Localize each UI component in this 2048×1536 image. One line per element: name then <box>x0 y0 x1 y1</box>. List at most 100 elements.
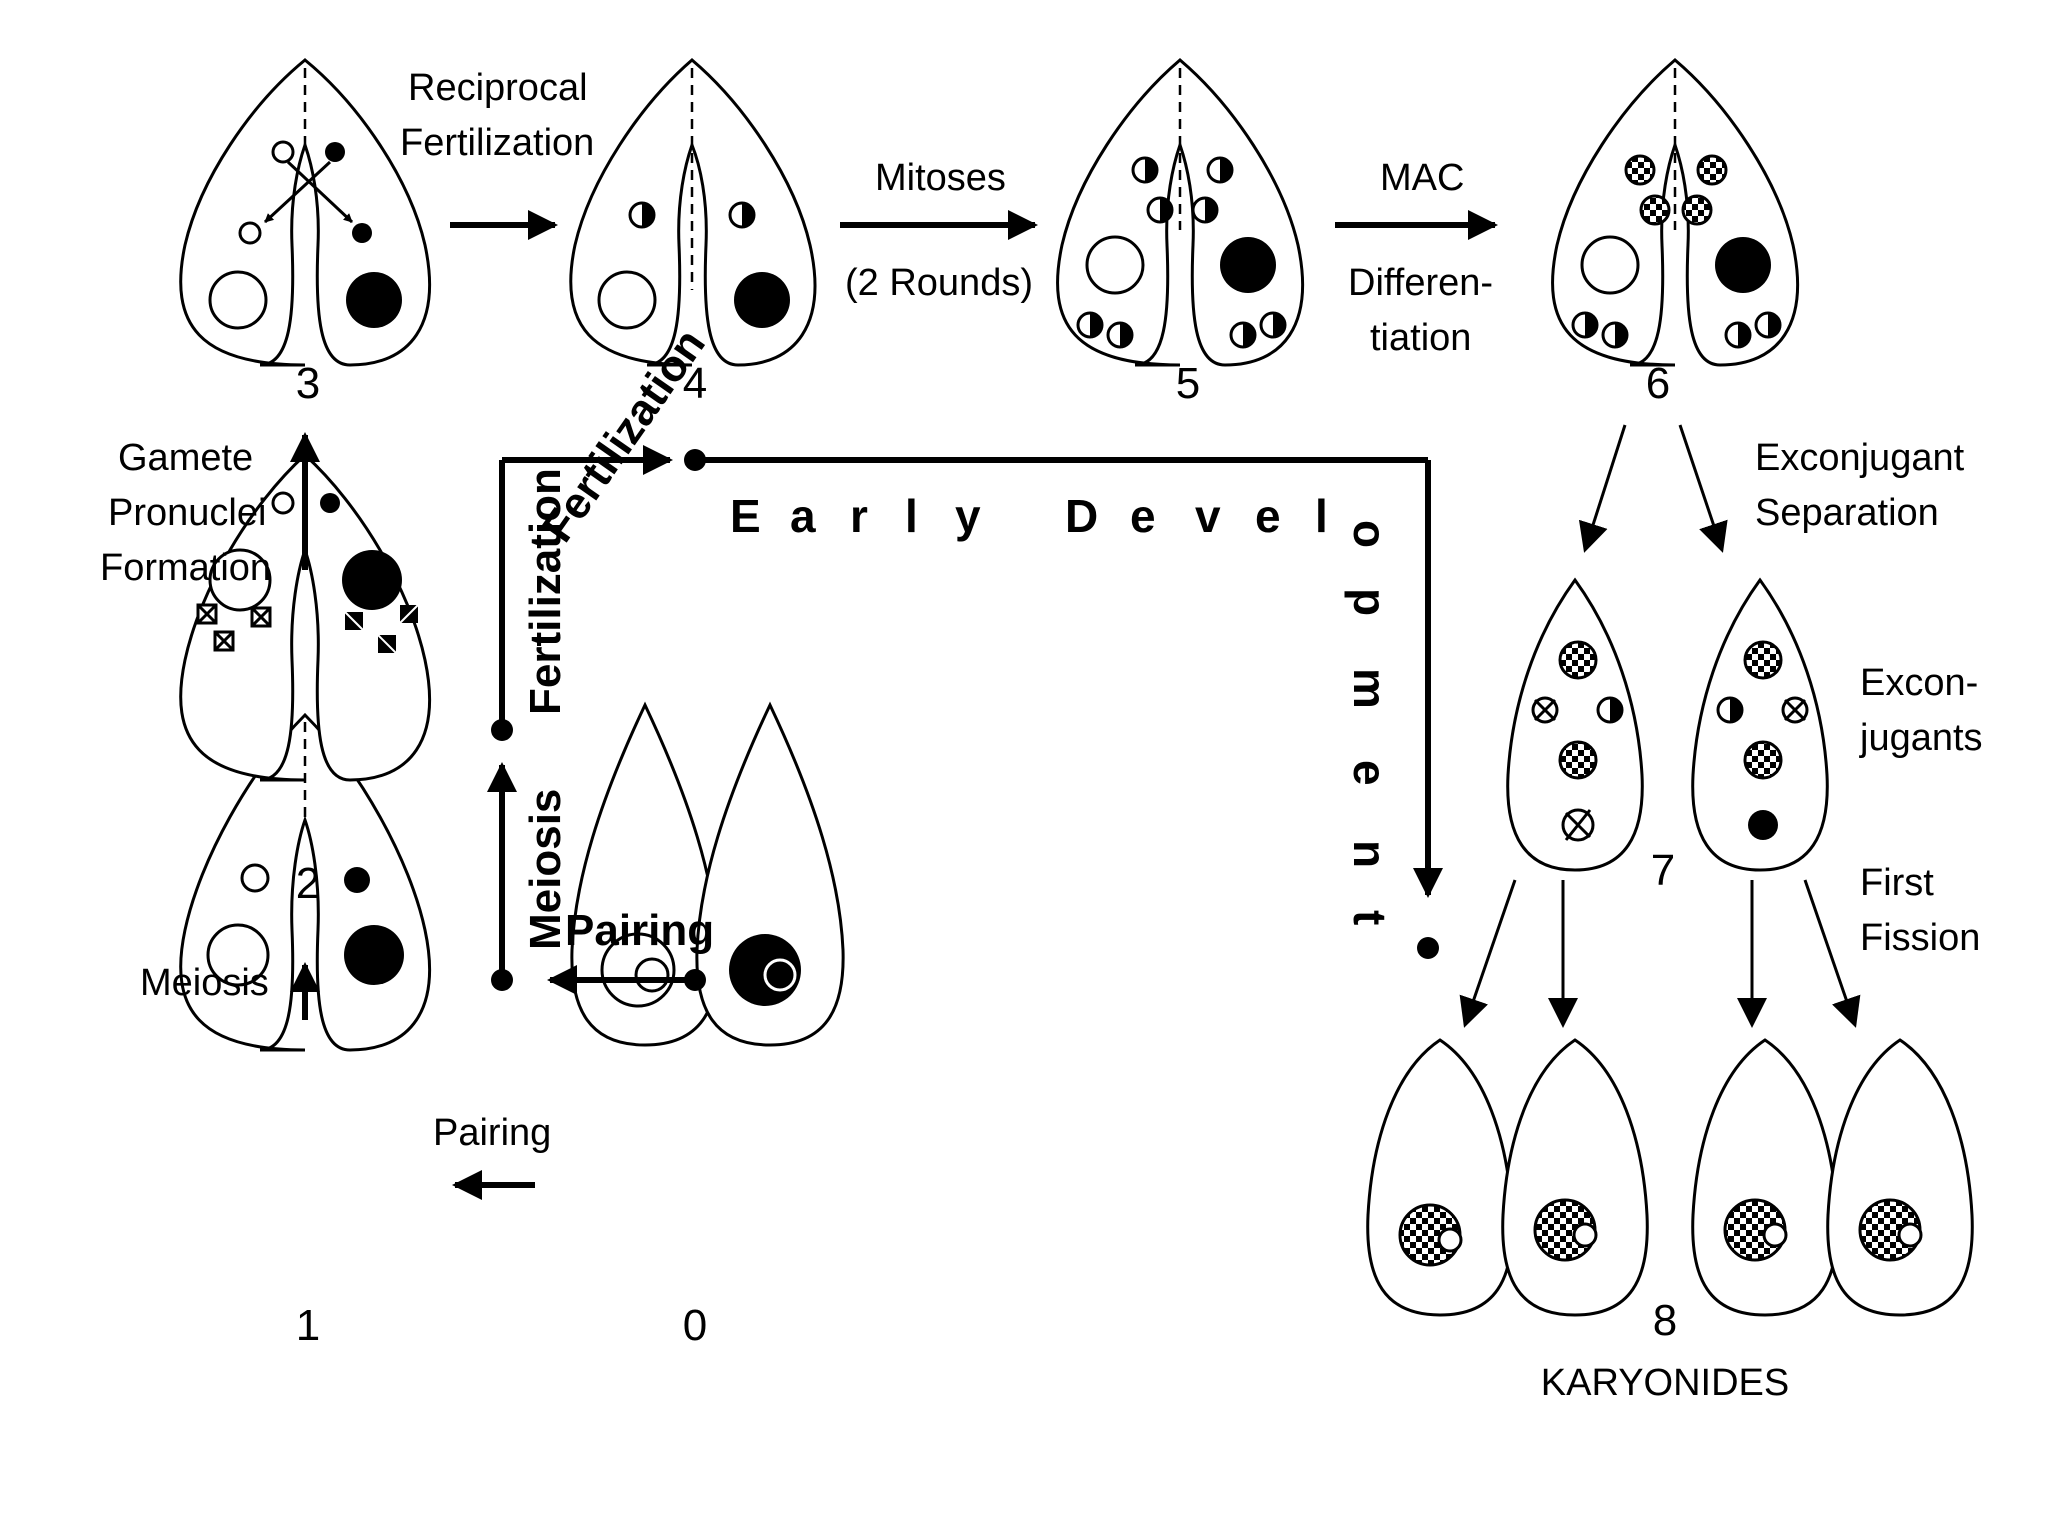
stage-2-pair <box>179 452 431 782</box>
zygotic-nucleus <box>728 201 756 229</box>
meiotic-products-right <box>344 604 419 654</box>
stage-label-2: 2 <box>296 859 320 908</box>
devel-letter: l <box>1315 490 1328 542</box>
opment-letter: e <box>1344 760 1396 786</box>
micronucleus-open <box>634 957 670 993</box>
early-letter: E <box>730 490 761 542</box>
mac-label-line3: tiation <box>1370 317 1471 359</box>
stage-label-8: 8 <box>1653 1296 1677 1345</box>
pronucleus-filled <box>352 223 372 243</box>
timeline-meiosis-label: Meiosis <box>521 789 570 950</box>
timeline-node <box>1417 937 1439 959</box>
opment-letter: n <box>1344 840 1396 868</box>
exconjugants-label-line1: Excon- <box>1860 662 1978 704</box>
stage-1-pair <box>179 712 431 1052</box>
early-letter: l <box>905 490 918 542</box>
timeline-node <box>684 449 706 471</box>
macronucleus-open <box>206 923 270 987</box>
pronucleus-open <box>238 221 262 245</box>
opment-letter: m <box>1344 668 1396 709</box>
mitoses-label-line2: (2 Rounds) <box>845 262 1033 304</box>
mitoses-label-line1: Mitoses <box>875 157 1006 199</box>
exchange-arrow <box>286 160 354 224</box>
macronucleus-filled <box>1220 237 1276 293</box>
macronucleus-filled <box>734 272 790 328</box>
exconjugant-separation-line1: Exconjugant <box>1755 437 1965 479</box>
stage-4-pair <box>569 58 817 367</box>
stage-label-4: 4 <box>683 359 707 408</box>
karyonide-cell <box>1691 1038 1839 1317</box>
opment-letter: p <box>1344 588 1396 616</box>
reciprocal-label-line2: Fertilization <box>400 122 594 164</box>
timeline <box>487 445 1443 995</box>
macronuclear-anlagen <box>1624 154 1728 226</box>
exchange-arrow <box>263 160 332 224</box>
reciprocal-label-line1: Reciprocal <box>408 67 588 109</box>
gamete-label-line3: Formation <box>100 547 271 589</box>
macronucleus-filled <box>344 925 404 985</box>
fission-arrow <box>1803 879 1861 1028</box>
stage-label-7: 7 <box>1651 846 1675 895</box>
devel-letter: v <box>1195 490 1221 542</box>
opment-letter: o <box>1344 520 1396 548</box>
zygotic-nucleus <box>628 201 656 229</box>
labels: 0 1 2 3 4 5 6 7 8 KARYONIDES Pairing Mei… <box>100 67 1983 1404</box>
opment-letter: t <box>1344 910 1396 925</box>
first-fission-label-line1: First <box>1860 862 1934 904</box>
macronucleus-filled <box>346 272 402 328</box>
exconjugants-label-line2: jugants <box>1859 717 1983 759</box>
exconjugant-cell <box>1506 577 1644 872</box>
macronucleus-open <box>597 270 657 330</box>
macronucleus-open <box>208 270 268 330</box>
devel-letter: e <box>1130 490 1156 542</box>
karyonide-cell <box>1501 1038 1649 1317</box>
gamete-label-line2: Pronuclei <box>108 492 266 534</box>
exconjugant-separation-line2: Separation <box>1755 492 1939 534</box>
gamete-label-line1: Gamete <box>118 437 253 479</box>
devel-letter: e <box>1255 490 1281 542</box>
macronucleus-open <box>1085 235 1145 295</box>
micronucleus-filled <box>344 867 370 893</box>
mac-label-line2: Differen- <box>1348 262 1493 304</box>
exconjugant-cell <box>1691 577 1829 872</box>
stage-0-cells <box>570 701 845 1047</box>
early-letter: a <box>790 490 816 542</box>
micronuclei <box>1571 311 1782 349</box>
stage-7-exconjugants <box>1506 577 1829 872</box>
cell-pair-outline <box>179 452 431 782</box>
micronucleus-open <box>271 491 295 515</box>
macronucleus-open <box>208 548 272 612</box>
stage-label-1: 1 <box>296 1301 320 1350</box>
first-fission-label-line2: Fission <box>1860 917 1980 959</box>
timeline-pairing-label: Pairing <box>565 906 714 955</box>
early-letter: r <box>850 490 868 542</box>
stage-5-pair <box>1056 58 1304 367</box>
mitotic-products <box>1076 156 1287 349</box>
pronucleus-filled <box>325 142 345 162</box>
stage-label-3: 3 <box>296 359 320 408</box>
early-letter: y <box>955 490 981 542</box>
stage-3-pair <box>179 58 431 367</box>
pairing-label: Pairing <box>433 1112 551 1154</box>
karyonides-label: KARYONIDES <box>1541 1362 1789 1404</box>
meiotic-products-left <box>196 603 272 652</box>
pronucleus-open <box>271 140 295 164</box>
process-arrows <box>290 210 1861 1200</box>
mac-label-line1: MAC <box>1380 157 1464 199</box>
stage-label-6: 6 <box>1646 359 1670 408</box>
karyonide-cell <box>1826 1038 1974 1317</box>
timeline-node <box>491 719 513 741</box>
micronucleus-filled <box>320 493 340 513</box>
old-macronucleus-filled <box>1715 237 1771 293</box>
macronucleus-filled <box>342 550 402 610</box>
devel-letter: D <box>1065 490 1098 542</box>
timeline-node <box>684 969 706 991</box>
stage-6-pair <box>1551 58 1799 367</box>
karyonide-cell <box>1366 1038 1514 1317</box>
old-macronucleus-open <box>1580 235 1640 295</box>
separation-arrow <box>1578 424 1627 553</box>
timeline-fertilization-vertical-label: Fertilization <box>521 468 570 715</box>
stage-8-karyonides <box>1366 1038 1974 1317</box>
timeline-node <box>491 969 513 991</box>
